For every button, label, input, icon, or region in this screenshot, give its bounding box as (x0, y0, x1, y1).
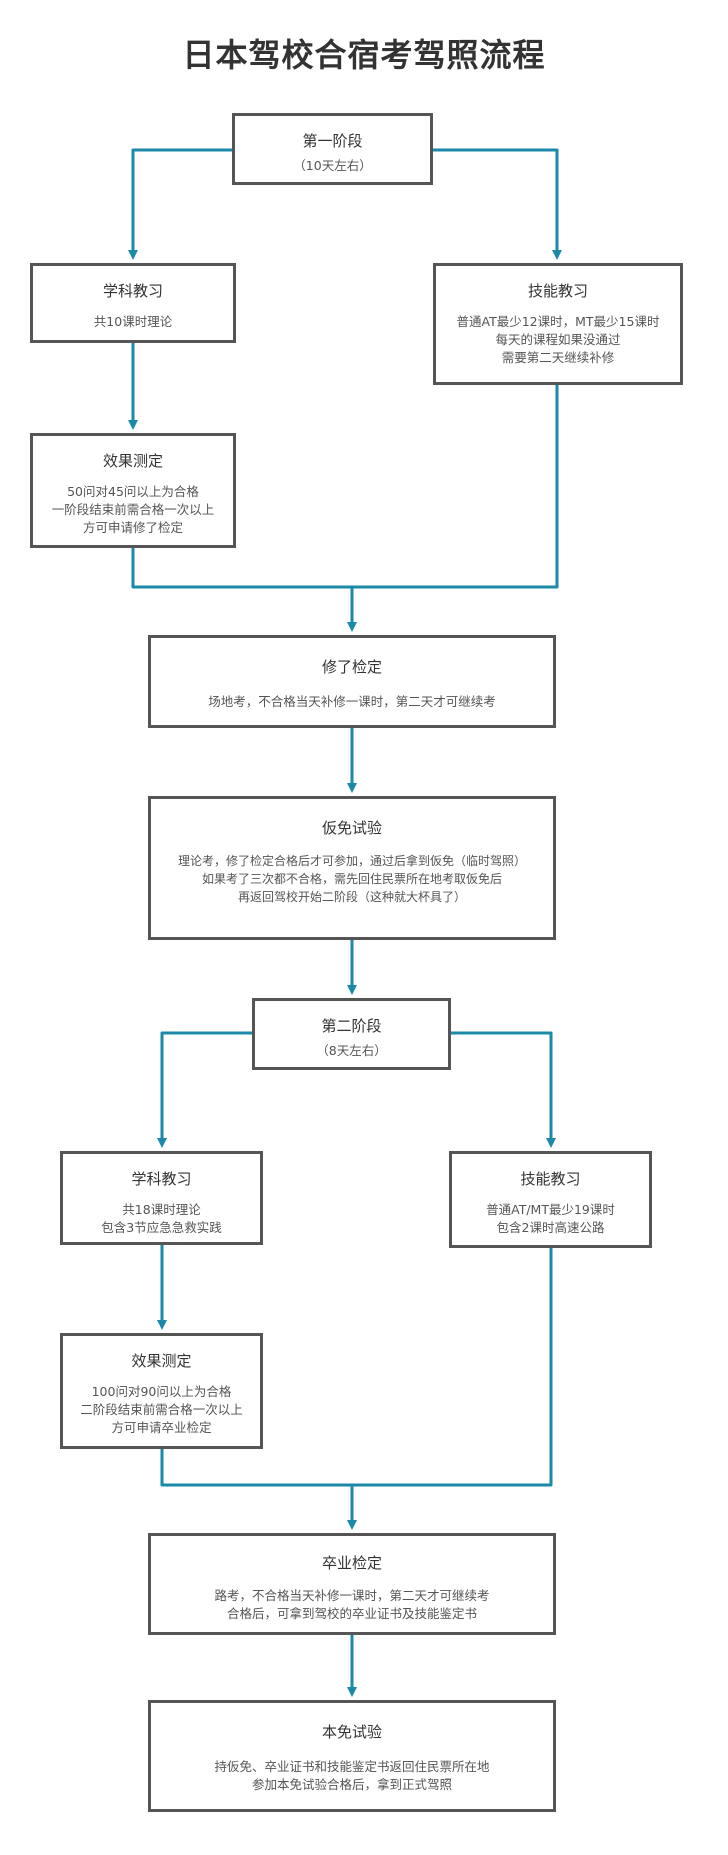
node-line: 每天的课程如果没通过 (495, 332, 621, 347)
node-graduation: 卒业检定 路考，不合格当天补修一课时，第二天才可继续考 合格后，可拿到驾校的卒业… (148, 1533, 556, 1635)
node-line: 共10课时理论 (93, 314, 173, 329)
node-line: 100问对90问以上为合格 (91, 1384, 232, 1399)
node-line: 共18课时理论 (122, 1202, 201, 1217)
node-body: 100问对90问以上为合格 二阶段结束前需合格一次以上 方可申请卒业检定 (63, 1383, 260, 1437)
node-subtitle: （8天左右） (316, 1043, 387, 1058)
node-skill1: 技能教习 普通AT最少12课时，MT最少15课时 每天的课程如果没通过 需要第二… (433, 263, 683, 385)
node-line: 一阶段结束前需合格一次以上 (51, 502, 215, 517)
node-title: 卒业检定 (321, 1554, 382, 1572)
node-line: 方可申请修了检定 (82, 520, 183, 535)
node-line: 包含3节应急急救实践 (101, 1220, 222, 1235)
node-line: 场地考，不合格当天补修一课时，第二天才可继续考 (208, 694, 496, 709)
node-subtitle: （10天左右） (293, 158, 372, 173)
node-line: 二阶段结束前需合格一次以上 (80, 1402, 243, 1417)
node-title: 仮免试验 (321, 819, 382, 837)
node-title: 技能教习 (527, 282, 588, 300)
node-line: 合格后，可拿到驾校的卒业证书及技能鉴定书 (226, 1606, 477, 1621)
node-stage2: 第二阶段 （8天左右） (252, 998, 451, 1070)
node-body: 共18课时理论 包含3节应急急救实践 (63, 1201, 260, 1237)
node-provisional: 仮免试验 理论考，修了检定合格后才可参加，通过后拿到仮免（临时驾照） 如果考了三… (148, 796, 556, 940)
node-body: 理论考，修了检定合格后才可参加，通过后拿到仮免（临时驾照） 如果考了三次都不合格… (151, 852, 553, 906)
connector-effect2-merge (160, 1449, 352, 1487)
node-line: 包含2课时高速公路 (496, 1220, 605, 1235)
node-title: 修了检定 (321, 658, 382, 676)
node-line: 方可申请卒业检定 (111, 1420, 212, 1435)
node-skill2: 技能教习 普通AT/MT最少19课时 包含2课时高速公路 (449, 1151, 652, 1248)
node-title: 效果测定 (131, 1352, 192, 1370)
node-title: 第一阶段 (302, 132, 363, 150)
node-title: 效果测定 (102, 452, 163, 470)
page-title: 日本驾校合宿考驾照流程 (182, 36, 546, 74)
node-body: 持仮免、卒业证书和技能鉴定书返回住民票所在地 参加本免试验合格后，拿到正式驾照 (151, 1758, 553, 1794)
node-effect1: 效果测定 50问对45问以上为合格 一阶段结束前需合格一次以上 方可申请修了检定 (30, 433, 236, 548)
node-title: 技能教习 (520, 1170, 581, 1188)
node-title: 本免试验 (321, 1723, 382, 1741)
node-line: 再返回驾校开始二阶段（这种就大杯具了） (237, 890, 466, 904)
connector-effect1-merge (131, 548, 352, 589)
connector-skill2-merge (352, 1248, 553, 1487)
node-title: 第二阶段 (321, 1017, 382, 1035)
node-line: 路考，不合格当天补修一课时，第二天才可继续考 (214, 1588, 490, 1603)
node-line: 普通AT最少12课时，MT最少15课时 (456, 314, 660, 329)
arrow-stage2-theory2 (157, 1031, 252, 1148)
node-line: 需要第二天继续补修 (501, 350, 615, 365)
node-theory1: 学科教习 共10课时理论 (30, 263, 236, 343)
node-line: 参加本免试验合格后，拿到正式驾照 (251, 1777, 452, 1792)
node-line: 50问对45问以上为合格 (67, 484, 199, 499)
node-stage1: 第一阶段 （10天左右） (232, 113, 433, 185)
node-line: 持仮免、卒业证书和技能鉴定书返回住民票所在地 (214, 1759, 490, 1774)
node-title: 学科教习 (102, 282, 163, 300)
node-body: 普通AT最少12课时，MT最少15课时 每天的课程如果没通过 需要第二天继续补修 (436, 313, 680, 367)
node-license: 本免试验 持仮免、卒业证书和技能鉴定书返回住民票所在地 参加本免试验合格后，拿到… (148, 1700, 556, 1812)
node-line: 理论考，修了检定合格后才可参加，通过后拿到仮免（临时驾照） (177, 854, 526, 868)
node-title: 学科教习 (131, 1170, 192, 1188)
node-line: 普通AT/MT最少19课时 (486, 1202, 615, 1217)
node-completion: 修了检定 场地考，不合格当天补修一课时，第二天才可继续考 (148, 635, 556, 728)
arrow-stage2-skill2 (451, 1031, 556, 1148)
node-body: 共10课时理论 (33, 313, 233, 331)
node-effect2: 效果测定 100问对90问以上为合格 二阶段结束前需合格一次以上 方可申请卒业检… (60, 1333, 263, 1449)
arrow-stage1-skill1 (433, 148, 562, 260)
connector-skill1-merge (352, 385, 559, 589)
node-line: 如果考了三次都不合格，需先回住民票所在地考取仮免后 (201, 872, 502, 886)
node-theory2: 学科教习 共18课时理论 包含3节应急急救实践 (60, 1151, 263, 1245)
node-body: 场地考，不合格当天补修一课时，第二天才可继续考 (151, 693, 553, 711)
node-body: 50问对45问以上为合格 一阶段结束前需合格一次以上 方可申请修了检定 (33, 483, 233, 537)
node-body: 路考，不合格当天补修一课时，第二天才可继续考 合格后，可拿到驾校的卒业证书及技能… (151, 1587, 553, 1623)
node-body: 普通AT/MT最少19课时 包含2课时高速公路 (452, 1201, 649, 1237)
arrow-stage1-theory1 (128, 148, 232, 260)
